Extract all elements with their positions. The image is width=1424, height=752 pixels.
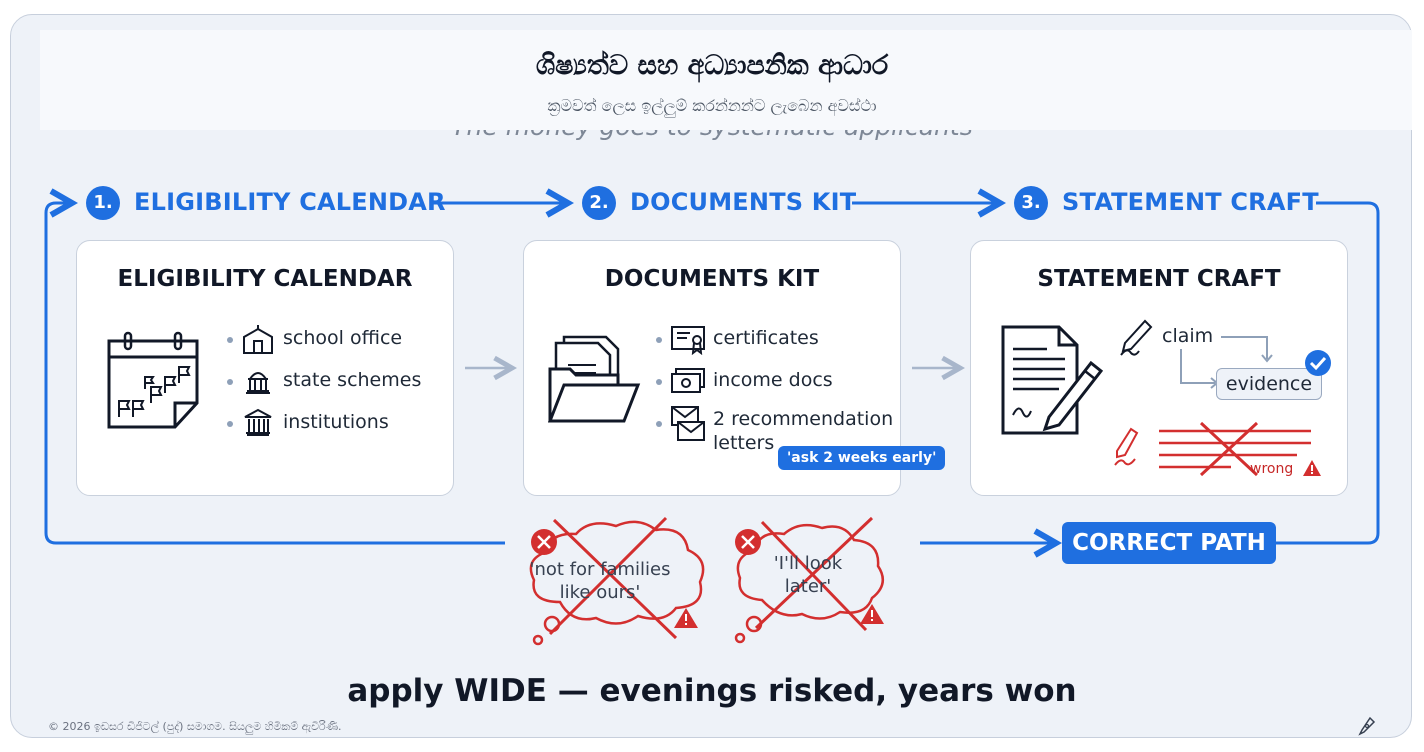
list-item: 2 recommendation xyxy=(713,408,894,430)
capitol-icon xyxy=(246,372,270,394)
eligibility-card: ELIGIBILITY CALENDAR school office state… xyxy=(76,240,454,496)
step-2-label: DOCUMENTS KIT xyxy=(630,188,857,216)
list-item: school office xyxy=(283,327,403,349)
step-1-label: ELIGIBILITY CALENDAR xyxy=(134,188,446,216)
bullet xyxy=(656,421,662,427)
list-item: income docs xyxy=(713,369,833,391)
warning-icon xyxy=(1303,460,1321,476)
check-badge-icon xyxy=(1305,350,1331,376)
crossed-out-text-icon xyxy=(1114,421,1311,477)
folder-icon xyxy=(548,335,641,423)
step-1-number: 1. xyxy=(86,186,120,220)
step-2-number: 2. xyxy=(582,186,616,220)
card-title: DOCUMENTS KIT xyxy=(604,266,820,292)
list-item: institutions xyxy=(283,411,389,433)
page-subtitle: ක්‍රමවත් ලෙස ඉල්ලුම් කරන්නන්ට ලැබෙන අවස්… xyxy=(547,96,877,115)
bottom-tagline: apply WIDE — evenings risked, years won xyxy=(347,673,1077,709)
thought-line: like ours' xyxy=(559,582,641,603)
thought-cloud-1 xyxy=(529,516,705,646)
step-3-number: 3. xyxy=(1014,186,1048,220)
thought-cloud-2 xyxy=(734,516,885,644)
envelopes-icon xyxy=(671,406,705,441)
correct-path-badge: CORRECT PATH xyxy=(1062,522,1276,564)
list-item: state schemes xyxy=(283,369,422,391)
thought-line: 'I'll look xyxy=(773,553,843,574)
evidence-box: evidence xyxy=(1216,368,1322,400)
bullet xyxy=(227,421,233,427)
claim-label: claim xyxy=(1162,325,1214,347)
header-band xyxy=(40,30,1412,130)
wrong-label: wrong xyxy=(1250,461,1294,477)
pen-nib-icon xyxy=(1358,716,1376,736)
money-icon xyxy=(671,368,705,393)
pen-icon xyxy=(1120,319,1153,356)
thought-line: 'not for families xyxy=(529,559,671,580)
bullet xyxy=(656,337,662,343)
return-line xyxy=(1276,201,1380,545)
bullet xyxy=(227,337,233,343)
calendar-flags-icon xyxy=(107,331,199,429)
thought-line: later' xyxy=(784,576,832,597)
page-title: ශිෂ්‍යත්ව සහ අධ්‍යාපනික ආධාර xyxy=(535,50,889,81)
certificate-icon xyxy=(671,326,705,355)
step-3-label: STATEMENT CRAFT xyxy=(1062,188,1319,216)
copyright-notice: © 2026 ඉඩසර ඩිජිටල් (පුද්) සමාගම. සියලුම… xyxy=(48,720,342,733)
bullet xyxy=(656,379,662,385)
card-title: ELIGIBILITY CALENDAR xyxy=(117,266,413,292)
institution-icon xyxy=(244,408,272,436)
loop-line xyxy=(44,203,505,545)
thought-text-1: 'not for families like ours' xyxy=(520,558,680,604)
thought-text-2: 'I'll look later' xyxy=(746,552,870,598)
ask-early-callout: 'ask 2 weeks early' xyxy=(778,446,946,470)
list-item: certificates xyxy=(713,327,819,349)
document-pen-icon xyxy=(1001,325,1104,435)
bullet xyxy=(227,379,233,385)
list-item-continued: letters xyxy=(713,432,775,454)
school-icon xyxy=(243,325,273,354)
card-title: STATEMENT CRAFT xyxy=(1037,266,1281,292)
